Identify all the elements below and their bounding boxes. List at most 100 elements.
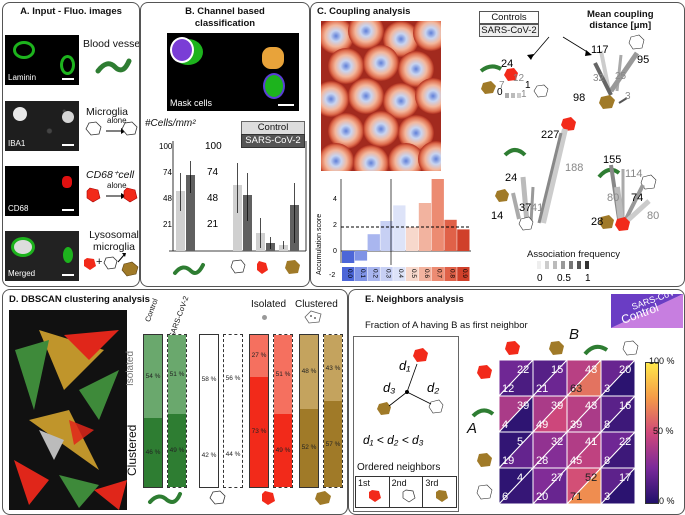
matrix-value-control: 3 bbox=[604, 383, 610, 395]
bar-clustered: 49 % bbox=[168, 413, 186, 487]
blood-vessels-label: Blood vessels bbox=[83, 38, 140, 50]
accum-xtick: 0.9 bbox=[461, 269, 468, 278]
matrix-value-sars: 43 bbox=[585, 364, 597, 376]
plus-sign: + bbox=[96, 256, 103, 268]
legend-controls: Controls bbox=[479, 11, 539, 24]
group4-c: 80 bbox=[607, 192, 619, 204]
cd68-cell-icon bbox=[123, 187, 138, 203]
group1-f: 1 bbox=[521, 89, 527, 100]
cell-zone bbox=[328, 113, 364, 149]
matrix-value-sars: 4 bbox=[517, 472, 523, 484]
microglia-icon bbox=[103, 256, 118, 270]
matrix-value-sars: 17 bbox=[619, 472, 631, 484]
lysosomal-microglia-icon bbox=[599, 215, 614, 229]
accum-tick-bg bbox=[431, 267, 444, 281]
matrix-value-control: 49 bbox=[536, 419, 548, 431]
col-icons bbox=[505, 340, 639, 356]
accum-tick-bg bbox=[393, 267, 406, 281]
accum-bar bbox=[457, 229, 470, 251]
stacked-bar: 48 %52 % bbox=[299, 334, 319, 488]
panel-b-title-line1: B. Channel based bbox=[185, 6, 265, 17]
group2-e: 98 bbox=[573, 92, 585, 104]
cell-zone bbox=[418, 141, 441, 171]
legend-sars: SARS-CoV-2 bbox=[241, 134, 305, 148]
ytick-mid: 21 bbox=[207, 219, 219, 230]
cell-density-chart: 100 74 48 21 100 74 48 21 bbox=[159, 141, 307, 275]
mean-coupling-line1: Mean coupling bbox=[587, 9, 654, 20]
row-clustered-label: Clustered bbox=[125, 424, 139, 476]
accum-bar bbox=[354, 251, 368, 261]
matrix-value-control: 71 bbox=[570, 491, 582, 503]
stacked-bar: 43 %57 % bbox=[323, 334, 343, 488]
alone-label: alone bbox=[107, 181, 127, 190]
bar-isolated: 27 % bbox=[250, 335, 268, 378]
bar-clustered: 57 % bbox=[324, 401, 342, 487]
accum-tick-bg bbox=[342, 267, 355, 281]
cd68-cell-icon bbox=[369, 490, 381, 502]
order-1-label: 1st bbox=[358, 478, 371, 488]
lysosomal-microglia-icon bbox=[315, 491, 331, 505]
coupling-image bbox=[321, 21, 441, 171]
matrix-value-control: 8 bbox=[604, 455, 610, 467]
microglia-icon bbox=[628, 34, 645, 50]
accum-bar bbox=[393, 205, 406, 251]
mask-cells-label: Mask cells bbox=[170, 98, 213, 108]
matrix-value-sars: 20 bbox=[619, 364, 631, 376]
accum-ytick: 4 bbox=[333, 196, 337, 203]
matrix-value-sars: 15 bbox=[551, 364, 563, 376]
cell-zone bbox=[321, 81, 349, 117]
matrix-value-control: 3 bbox=[604, 491, 610, 503]
panel-a: A. Input - Fluo. images Laminin Blood ve… bbox=[2, 2, 140, 287]
group2-d: 25 bbox=[615, 71, 627, 82]
matrix-value-sars: 5 bbox=[517, 436, 523, 448]
panel-b-title: B. Channel based classification bbox=[141, 6, 309, 30]
accum-tick-bg bbox=[418, 267, 432, 281]
stacked-bar: 27 %73 % bbox=[249, 334, 269, 488]
group3-c: 24 bbox=[505, 172, 517, 184]
cd68-cell-icon bbox=[86, 187, 101, 203]
matrix-value-control: 63 bbox=[570, 383, 582, 395]
blood-vessel-icon bbox=[597, 167, 621, 179]
bar-clustered: 73 % bbox=[250, 376, 268, 487]
bar-isolated: 51 % bbox=[168, 335, 186, 415]
ytick-left: 48 bbox=[163, 194, 172, 203]
legend-sars-label: SARS-CoV-2 bbox=[481, 25, 537, 36]
coupling-field bbox=[321, 21, 441, 171]
arrow-icon bbox=[117, 253, 126, 263]
dbscan-clusters bbox=[14, 330, 127, 510]
bar-isolated: 48 % bbox=[300, 335, 318, 410]
lysosomal-microglia-icon bbox=[495, 189, 509, 202]
cell-zone bbox=[321, 21, 354, 54]
panel-e: E. Neighbors analysis Fraction of A havi… bbox=[348, 289, 685, 515]
blood-vessel-icon bbox=[503, 148, 527, 157]
accum-tick-bg bbox=[367, 267, 380, 281]
legend-controls-label: Controls bbox=[491, 12, 527, 23]
cd68-cell-icon bbox=[504, 68, 518, 81]
cell-zone bbox=[415, 78, 441, 114]
cd68-cell-label: CD68⁺cell bbox=[86, 169, 135, 181]
iba1-label: IBA1 bbox=[8, 139, 26, 148]
matrix-value-control: 6 bbox=[502, 491, 508, 503]
microglia-icon bbox=[640, 174, 657, 190]
accum-xtick: 0.2 bbox=[372, 269, 379, 278]
scale-bar bbox=[62, 274, 74, 276]
ytick-mid: 48 bbox=[207, 193, 219, 204]
distance-schematic: d₁ d₃ d₂ d₁ < d₂ < d₃ bbox=[363, 348, 444, 447]
matrix-value-control: 20 bbox=[536, 491, 548, 503]
accum-ytick: 0 bbox=[333, 248, 337, 255]
panel-c: C. Coupling analysis Controls SARS-CoV-2… bbox=[310, 2, 685, 287]
dbscan-image bbox=[9, 310, 127, 510]
matrix-value-sars: 22 bbox=[619, 436, 631, 448]
scale-bar bbox=[62, 209, 74, 211]
cell-zone bbox=[398, 51, 434, 87]
group1-c: 12 bbox=[513, 73, 525, 84]
stacked-bar: 51 %49 % bbox=[167, 334, 187, 488]
cell-zone bbox=[388, 143, 424, 171]
bar-clustered: 42 % bbox=[200, 424, 218, 487]
matrix-value-control: 45 bbox=[570, 455, 582, 467]
stacked-bar: 51 %49 % bbox=[273, 334, 293, 488]
accum-ylabel: Accumulation score bbox=[316, 214, 323, 275]
accum-xtick: 0.3 bbox=[384, 269, 391, 278]
colorbar-mid: 50 % bbox=[653, 426, 674, 436]
